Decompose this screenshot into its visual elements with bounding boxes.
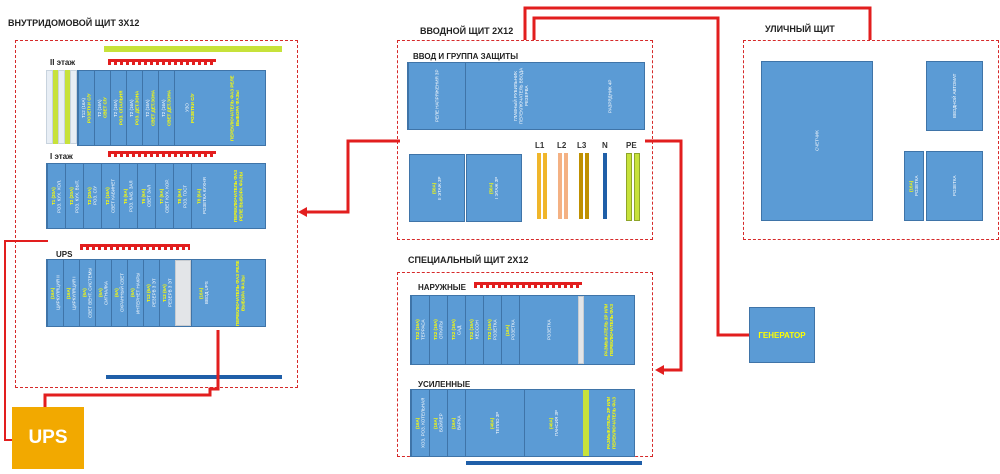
enhanced-pe	[583, 390, 589, 456]
generator-box: ГЕНЕРАТОР	[749, 307, 815, 363]
floor2-pe	[53, 70, 58, 144]
bus-l3	[579, 153, 589, 219]
street-panel-frame	[743, 40, 999, 240]
bus-n	[603, 153, 607, 219]
input-breaker-floor1: (50А)I ЭТАЖ 3Р	[466, 154, 522, 222]
floor2-rail: Т12 (16А)РОЗЕТКИ С/У Т2 (16А)СВЕТ С/У Т2…	[46, 70, 266, 146]
generator-label: ГЕНЕРАТОР	[758, 330, 806, 340]
floor2-comb	[108, 59, 216, 65]
floor1-label: I этаж	[50, 152, 73, 161]
inhouse-n-bus	[106, 375, 282, 379]
bus-pe-label: PE	[626, 141, 637, 150]
special-panel-title: СПЕЦИАЛЬНЫЙ ЩИТ 2Х12	[408, 255, 529, 265]
floor1-comb	[108, 151, 216, 157]
wire-input-to-special	[645, 139, 683, 372]
floor2-label: II этаж	[50, 58, 76, 67]
street-panel-title: УЛИЧНЫЙ ЩИТ	[765, 24, 835, 34]
ups-rail: (16А)ЦИРКУЛЯЦИЯ II (16А)ЦИРКУЛЯЦИЯ I (6А…	[46, 259, 266, 327]
enhanced-label: УСИЛЕННЫЕ	[418, 380, 471, 389]
floor1-rail: Т1 (20А)РОЗ. КУХ. ХОЛ. Т2 (20А)РОЗ. КУХ.…	[46, 163, 266, 229]
outdoor-label: НАРУЖНЫЕ	[418, 283, 466, 292]
ups-box-label: UPS	[28, 427, 68, 448]
input-panel-subtitle: ВВОД И ГРУППА ЗАЩИТЫ	[413, 52, 519, 61]
bus-l3-label: L3	[577, 141, 587, 150]
arrow-inhouse	[298, 207, 307, 217]
wire-street-to-input	[523, 6, 872, 40]
floor2-blank	[46, 70, 53, 144]
bus-n-label: N	[602, 141, 608, 150]
ups-row-label: UPS	[56, 250, 73, 259]
ups-row-comb	[80, 244, 190, 250]
input-breaker-floor2: (50А)II ЭТАЖ 3Р	[409, 154, 465, 222]
wire-generator	[532, 16, 749, 337]
bus-pe	[626, 153, 640, 221]
bus-l2	[558, 153, 568, 219]
input-panel-title: ВВОДНОЙ ЩИТ 2Х12	[420, 26, 514, 36]
wire-ups-out	[43, 330, 220, 407]
outdoor-comb	[474, 282, 582, 288]
floor2-modules: Т12 (16А)РОЗЕТКИ С/У Т2 (16А)СВЕТ С/У Т2…	[77, 70, 266, 146]
special-n-bus	[466, 461, 642, 465]
ups-box: UPS	[12, 407, 84, 469]
outdoor-rail: ТХ2 (16А)ТЕРРАСА ТХ2 (16А)ОТКАТЫ ТХ2 (16…	[410, 295, 635, 365]
wire-ups-in	[4, 240, 48, 441]
ups-blank	[175, 260, 191, 326]
top-pe-bus	[104, 46, 282, 52]
inhouse-panel-title: ВНУТРИДОМОВОЙ ЩИТ 3Х12	[8, 18, 140, 28]
floor2-blank3	[70, 70, 77, 144]
arrow-special	[655, 365, 664, 375]
inhouse-panel-frame	[15, 40, 298, 388]
bus-l2-label: L2	[557, 141, 567, 150]
bus-l1-label: L1	[535, 141, 545, 150]
floor2-pe2	[65, 70, 70, 144]
bus-l1	[537, 153, 547, 219]
input-top-rail: РЕЛЕ НАПРЯЖЕНИЯ 3Р ГЛАВНЫЙ РУБИЛЬНИК ПЕР…	[407, 62, 645, 130]
enhanced-rail: (16А)ХОЗ. РОЗ. КОТЕЛЬНАЯ (16А)БОЙЛЕР (16…	[410, 389, 635, 457]
outdoor-blank	[578, 296, 584, 364]
floor2-blank2	[58, 70, 65, 144]
wire-input-to-inhouse	[305, 139, 400, 214]
